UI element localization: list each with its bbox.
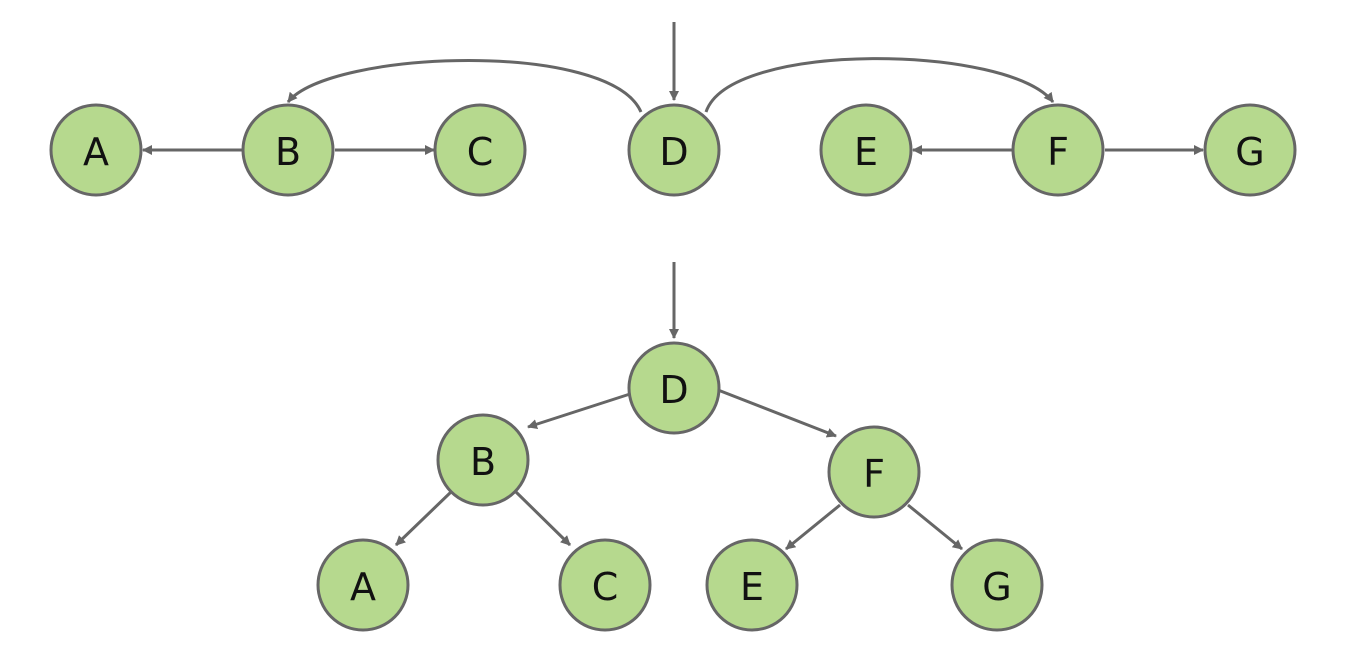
- bottom-edge-b-a: [394, 490, 453, 547]
- bottom-node-a: A: [316, 538, 410, 632]
- node-label: E: [740, 565, 764, 609]
- node-label: B: [470, 440, 496, 484]
- bottom-node-d: D: [627, 341, 721, 435]
- top-diagram: A B C D E F G: [49, 22, 1297, 197]
- node-label: C: [467, 130, 494, 174]
- top-node-f: F: [1011, 103, 1105, 197]
- top-node-c: C: [433, 103, 527, 197]
- top-edge-d-f: [704, 57, 1055, 113]
- bottom-edge-d-b: [527, 392, 631, 429]
- node-label: A: [350, 565, 376, 609]
- node-label: E: [854, 130, 878, 174]
- bottom-node-e: E: [705, 538, 799, 632]
- top-edge-d-b: [286, 59, 643, 113]
- node-label: F: [1047, 130, 1069, 174]
- node-label: G: [982, 565, 1011, 609]
- node-label: A: [83, 130, 109, 174]
- node-label: B: [275, 130, 301, 174]
- top-node-a: A: [49, 103, 143, 197]
- top-node-b: B: [241, 103, 335, 197]
- node-label: F: [863, 452, 885, 496]
- bottom-diagram: D B F A C E G: [316, 262, 1044, 632]
- bottom-edge-d-f: [717, 388, 837, 438]
- node-label: G: [1235, 130, 1264, 174]
- bottom-node-c: C: [558, 538, 652, 632]
- node-label: D: [659, 130, 688, 174]
- top-node-d: D: [627, 103, 721, 197]
- top-node-e: E: [819, 103, 913, 197]
- top-node-g: G: [1203, 103, 1297, 197]
- bottom-edge-b-c: [514, 490, 572, 547]
- bottom-node-b: B: [436, 413, 530, 507]
- bottom-edge-f-e: [785, 503, 841, 551]
- bottom-edge-f-g: [907, 503, 963, 551]
- bottom-node-g: G: [950, 538, 1044, 632]
- node-label: C: [592, 565, 619, 609]
- bottom-node-f: F: [827, 425, 921, 519]
- node-label: D: [659, 368, 688, 412]
